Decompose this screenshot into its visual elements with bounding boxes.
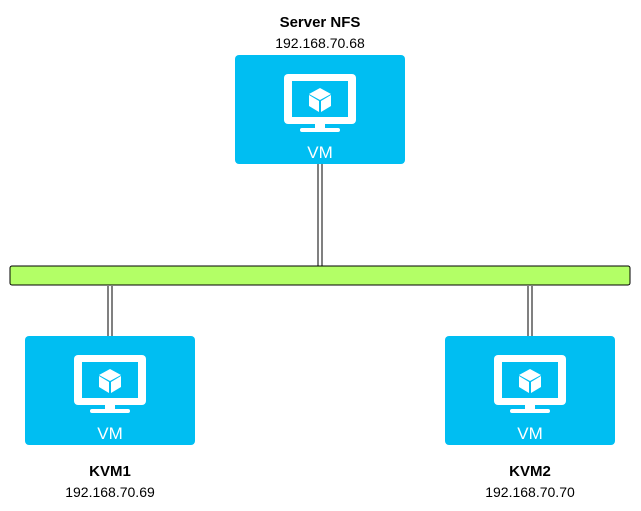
- vm-label: VM: [517, 424, 543, 443]
- cube-icon: [309, 88, 331, 112]
- vm-label: VM: [307, 143, 333, 162]
- node-name: Server NFS: [280, 14, 361, 31]
- link-bus-to-kvm1: [107, 286, 113, 336]
- node-ip: 192.168.70.68: [275, 35, 365, 51]
- node-server-nfs: Server NFS 192.168.70.68 VM: [235, 14, 405, 164]
- node-kvm2: VM KVM2 192.168.70.70: [445, 336, 615, 500]
- vm-label: VM: [97, 424, 123, 443]
- vm-box: VM: [235, 55, 405, 164]
- cube-icon: [99, 369, 121, 393]
- vm-monitor-icon: [74, 355, 146, 413]
- cube-icon: [519, 369, 541, 393]
- node-kvm1: VM KVM1 192.168.70.69: [25, 336, 195, 500]
- link-server-to-bus: [317, 164, 323, 266]
- network-bus: [9, 265, 631, 286]
- vm-box: VM: [25, 336, 195, 445]
- node-name: KVM2: [509, 463, 551, 480]
- vm-monitor-icon: [284, 74, 356, 132]
- link-bus-to-kvm2: [527, 286, 533, 336]
- vm-box: VM: [445, 336, 615, 445]
- node-ip: 192.168.70.69: [65, 484, 155, 500]
- node-ip: 192.168.70.70: [485, 484, 575, 500]
- node-name: KVM1: [89, 463, 131, 480]
- vm-monitor-icon: [494, 355, 566, 413]
